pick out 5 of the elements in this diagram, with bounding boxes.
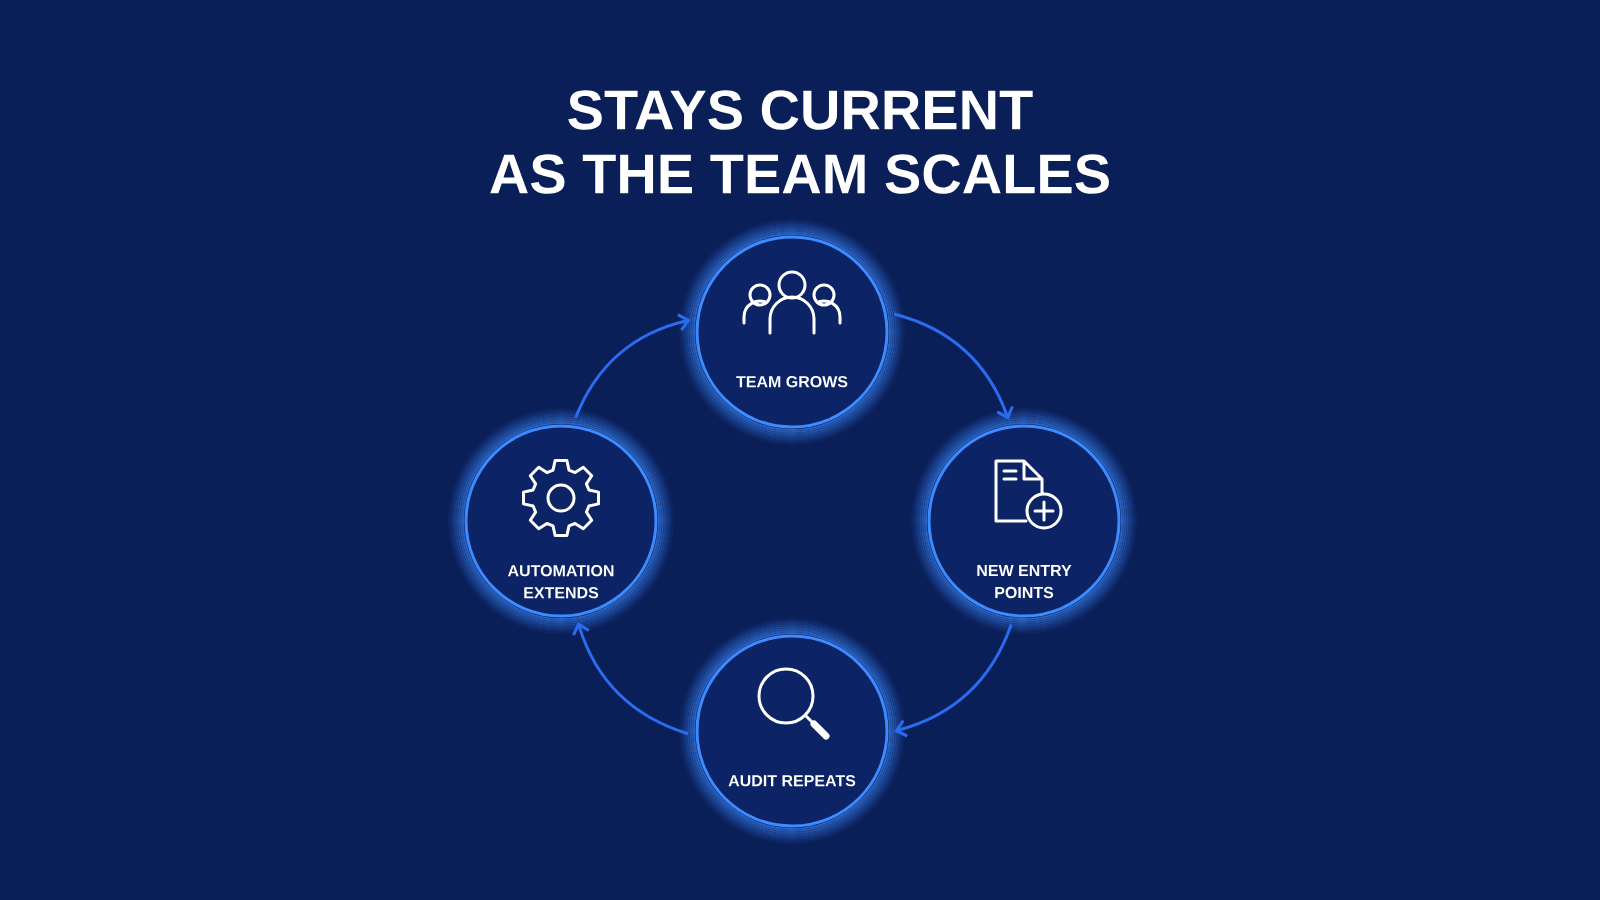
title: STAYS CURRENT AS THE TEAM SCALES [490, 90, 1109, 194]
arrow [894, 624, 1013, 738]
arrow [572, 622, 689, 736]
arrow [574, 313, 691, 419]
arrow [893, 312, 1014, 420]
